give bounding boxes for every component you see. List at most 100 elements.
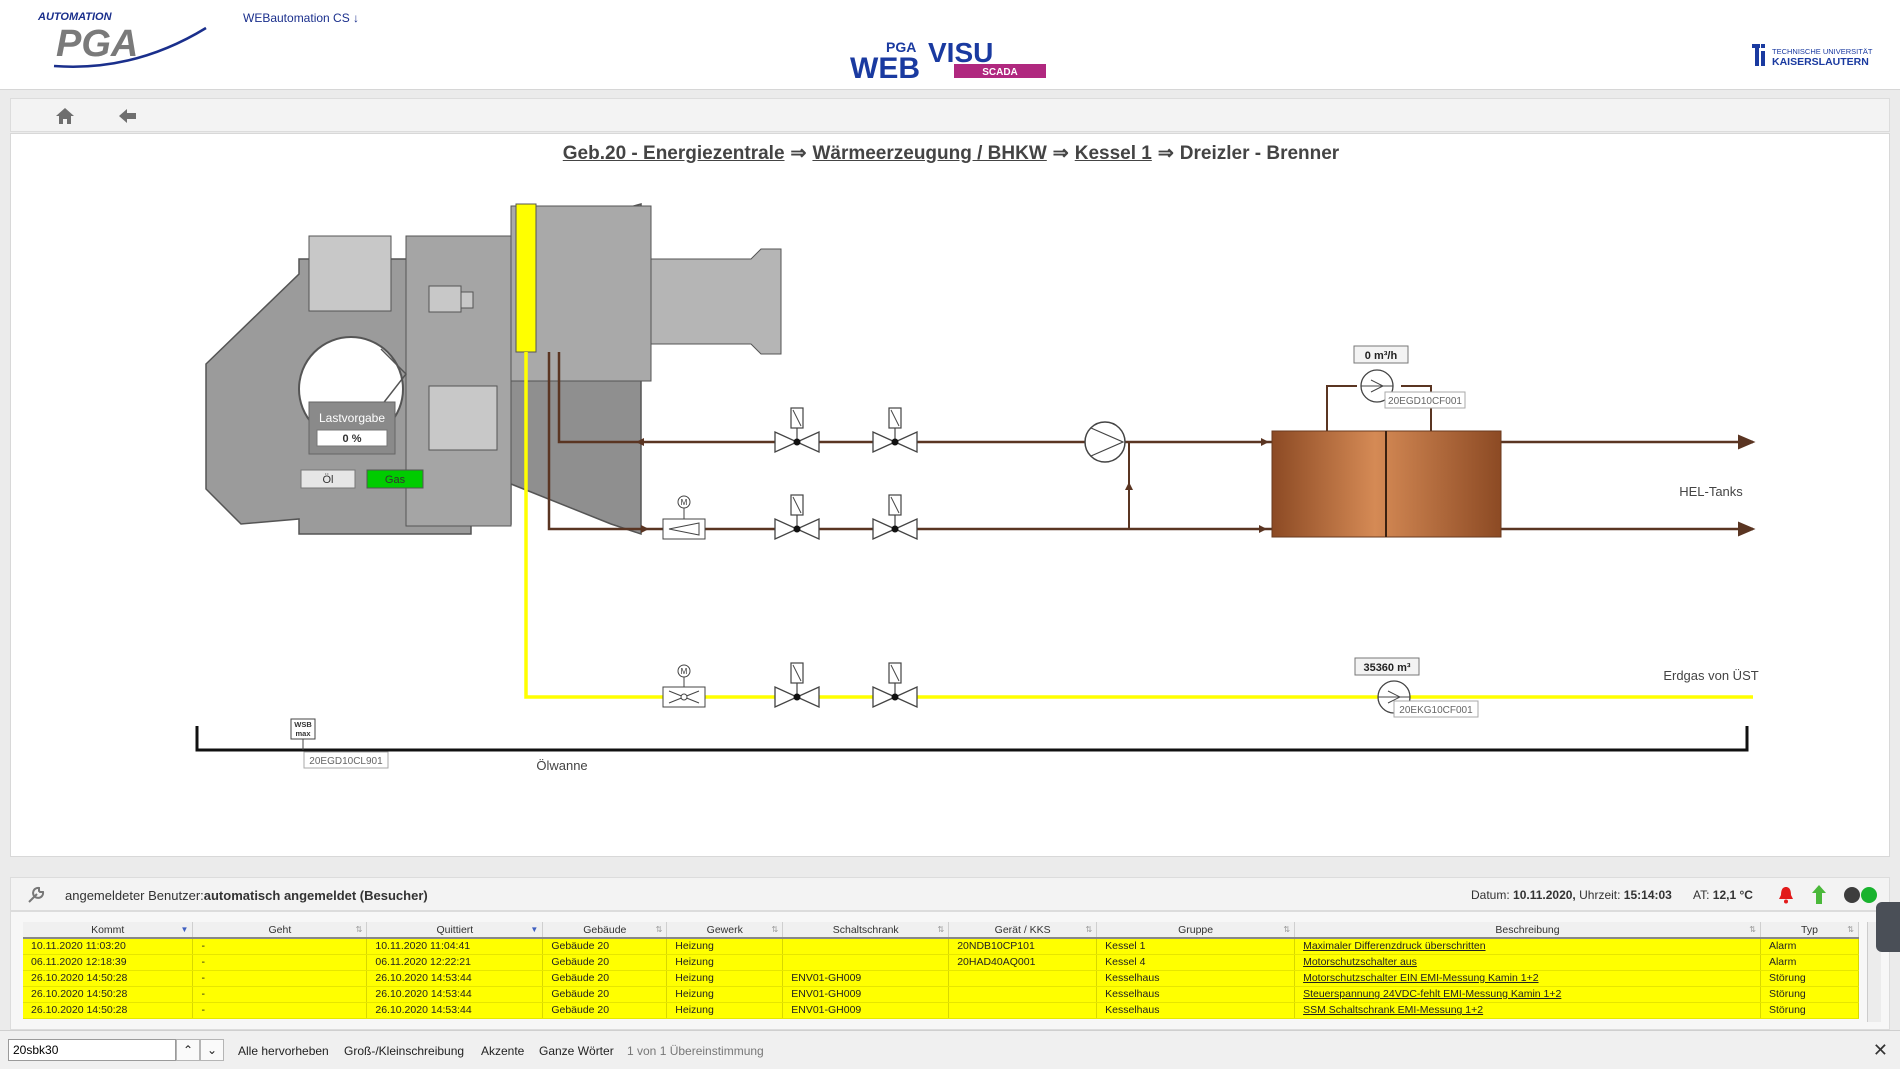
bell-icon[interactable] <box>1777 885 1795 905</box>
lastvorgabe-value-box[interactable] <box>316 429 388 447</box>
outside-temperature: AT: 12,1 °C <box>1693 888 1753 902</box>
app-header: AUTOMATION PGA WEBautomation CS ↓ WEB PG… <box>0 0 1900 90</box>
cell-gebaeude: Gebäude 20 <box>542 954 668 971</box>
cell-beschreibung[interactable]: Steuerspannung 24VDC-fehlt EMI-Messung K… <box>1294 986 1761 1003</box>
cell-gruppe: Kessel 4 <box>1096 954 1296 971</box>
breadcrumb-separator: ⇒ <box>1157 143 1174 164</box>
column-header-quittiert[interactable]: Quittiert▼ <box>366 922 544 939</box>
breadcrumb-item-gebaeude[interactable]: Geb.20 - Energiezentrale <box>562 143 785 164</box>
erdgas-label: Erdgas von ÜST <box>1663 668 1758 683</box>
fuel-oil-label: Öl <box>323 474 334 486</box>
burner-schematic: Lastvorgabe 0 % Öl Gas <box>195 203 1759 773</box>
sort-icon: ⇅ <box>1749 925 1756 934</box>
time-label: Uhrzeit: <box>1579 888 1621 902</box>
oil-supply-line <box>547 352 1756 537</box>
close-icon[interactable]: ✕ <box>1872 1040 1888 1060</box>
cell-kommt: 26.10.2020 14:50:28 <box>23 1002 194 1019</box>
gas-counter-value-box[interactable] <box>1354 657 1420 676</box>
gas-counter-tag: 20EKG10CF001 <box>1399 705 1473 716</box>
app-switch-dropdown[interactable]: WEBautomation CS ↓ <box>243 11 360 25</box>
cell-quittiert: 26.10.2020 14:53:44 <box>366 970 544 987</box>
cell-gewerk: Heizung <box>666 938 784 955</box>
column-header-typ[interactable]: Typ⇅ <box>1760 922 1860 939</box>
gas-motor-valve[interactable]: M <box>662 664 706 708</box>
home-icon[interactable] <box>53 105 77 127</box>
fuel-gas-button[interactable]: Gas <box>366 469 424 489</box>
oil-supply-valve-1[interactable] <box>774 494 820 540</box>
user-info: angemeldeter Benutzer:automatisch angeme… <box>65 888 428 903</box>
burner-body[interactable] <box>205 203 782 536</box>
cell-typ: Störung <box>1760 1002 1860 1019</box>
find-previous-button[interactable]: ⌃ <box>176 1039 200 1061</box>
temp-value: 12,1 °C <box>1712 888 1753 902</box>
status-bar: angemeldeter Benutzer:automatisch angeme… <box>10 877 1890 911</box>
find-input[interactable] <box>8 1039 176 1061</box>
breadcrumb-current: Dreizler - Brenner <box>1179 143 1340 164</box>
back-arrow-icon[interactable] <box>115 105 139 127</box>
pga-automation-logo[interactable]: AUTOMATION PGA <box>34 10 214 78</box>
motor-label: M <box>681 667 688 676</box>
wrench-icon[interactable] <box>25 884 47 906</box>
column-header-kommt[interactable]: Kommt▼ <box>23 922 194 939</box>
logo-web-text: WEB <box>850 52 920 82</box>
cell-beschreibung[interactable]: Motorschutzschalter aus <box>1294 954 1761 971</box>
user-prefix: angemeldeter Benutzer: <box>65 888 204 903</box>
column-header-schaltschrank[interactable]: Schaltschrank⇅ <box>782 922 950 939</box>
find-result-status: 1 von 1 Übereinstimmung <box>627 1044 764 1058</box>
cell-gewerk: Heizung <box>666 986 784 1003</box>
breadcrumb-item-waermeerzeugung[interactable]: Wärmeerzeugung / BHKW <box>812 143 1047 164</box>
wsb-max-sensor[interactable]: WSB max <box>290 718 316 750</box>
whole-words-toggle[interactable]: Ganze Wörter <box>539 1044 614 1058</box>
cell-schaltschrank: ENV01-GH009 <box>782 986 950 1003</box>
column-header-geht[interactable]: Geht⇅ <box>192 922 368 939</box>
alarm-table: Kommt▼ Geht⇅ Quittiert▼ Gebäude⇅ Gewerk⇅… <box>23 922 1860 1019</box>
oil-return-valve-1[interactable] <box>774 407 820 453</box>
column-header-gewerk[interactable]: Gewerk⇅ <box>666 922 784 939</box>
oil-pump[interactable] <box>1084 421 1126 463</box>
logo-tu-line2: KAISERSLAUTERN <box>1772 56 1869 68</box>
cell-typ: Störung <box>1760 986 1860 1003</box>
upload-arrow-icon[interactable] <box>1811 884 1827 906</box>
side-panel-tab[interactable] <box>1876 902 1900 952</box>
oil-flow-value-box[interactable] <box>1353 345 1409 364</box>
find-bar: ⌃ ⌄ Alle hervorheben Groß-/Kleinschreibu… <box>0 1030 1900 1069</box>
column-header-beschreibung[interactable]: Beschreibung⇅ <box>1294 922 1761 939</box>
oelwanne-label: Ölwanne <box>536 758 587 773</box>
lastvorgabe-label: Lastvorgabe <box>319 411 385 425</box>
oil-motor-valve[interactable]: M <box>662 495 706 540</box>
match-case-toggle[interactable]: Groß-/Kleinschreibung <box>344 1044 465 1058</box>
gas-valve-1[interactable] <box>774 662 820 708</box>
cell-beschreibung[interactable]: SSM Schaltschrank EMI-Messung 1+2 <box>1294 1002 1761 1019</box>
gas-counter-value: 35360 m³ <box>1363 662 1410 674</box>
cell-beschreibung[interactable]: Maximaler Differenzdruck überschritten <box>1294 938 1761 955</box>
motor-label: M <box>681 498 688 507</box>
lastvorgabe-value: 0 % <box>343 433 362 445</box>
oil-supply-valve-2[interactable] <box>872 494 918 540</box>
oil-pan <box>195 726 1749 752</box>
date-value: 10.11.2020, <box>1513 888 1576 902</box>
highlight-all-toggle[interactable]: Alle hervorheben <box>238 1044 329 1058</box>
cell-typ: Alarm <box>1760 938 1860 955</box>
cell-geht: - <box>192 970 368 987</box>
column-header-geraet[interactable]: Gerät / KKS⇅ <box>948 922 1098 939</box>
cell-geraet <box>948 970 1098 987</box>
fuel-oil-button[interactable]: Öl <box>300 469 356 489</box>
column-header-gruppe[interactable]: Gruppe⇅ <box>1096 922 1296 939</box>
cell-geht: - <box>192 986 368 1003</box>
find-next-button[interactable]: ⌄ <box>200 1039 224 1061</box>
cell-beschreibung[interactable]: Motorschutzschalter EIN EMI-Messung Kami… <box>1294 970 1761 987</box>
breadcrumb-item-kessel[interactable]: Kessel 1 <box>1074 143 1152 164</box>
column-header-gebaeude[interactable]: Gebäude⇅ <box>542 922 668 939</box>
process-view-panel: Geb.20 - Energiezentrale ⇒ Wärmeerzeugung … <box>10 133 1890 857</box>
cell-kommt: 26.10.2020 14:50:28 <box>23 970 194 987</box>
oil-flow-tag: 20EGD10CF001 <box>1388 396 1462 407</box>
oil-flow-value: 0 m³/h <box>1365 350 1398 362</box>
match-accents-toggle[interactable]: Akzente <box>481 1044 525 1058</box>
oil-return-valve-2[interactable] <box>872 407 918 453</box>
gas-valve-2[interactable] <box>872 662 918 708</box>
